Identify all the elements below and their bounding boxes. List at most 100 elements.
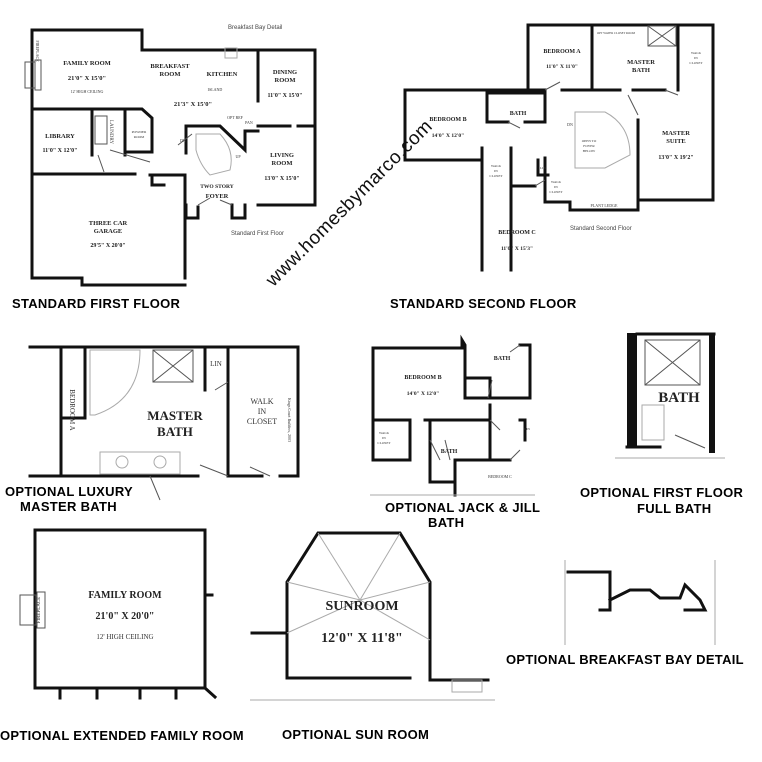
closet-label-2: IN	[382, 436, 386, 440]
master-bath-label: MASTER	[147, 408, 203, 423]
breakfast-bay-caption: OPTIONAL BREAKFAST BAY DETAIL	[506, 652, 744, 667]
standard-second-floor-note: Standard Second Floor	[570, 226, 632, 232]
linen-label: LIN	[210, 360, 222, 368]
linen-label: LIN	[540, 166, 546, 170]
stairs-up-label: UP	[235, 154, 241, 159]
kitchen-size: 21'3" X 15'0"	[174, 101, 212, 108]
master-bath-label-2: BATH	[632, 67, 650, 74]
bedroom-b-closet-label-2: IN	[494, 169, 498, 173]
bedroom-b-label: BEDROOM B	[404, 375, 441, 381]
luxury-bath-caption-2: MASTER BATH	[20, 499, 117, 514]
dining-room-label: DINING	[273, 69, 297, 76]
living-room-size: 13'0" X 15'0"	[264, 176, 299, 182]
island-label: ISLAND	[208, 87, 223, 92]
bath-label: BATH	[494, 356, 511, 362]
family-room-label: FAMILY ROOM	[63, 60, 111, 67]
bedroom-c-label: BEDROOM C	[488, 474, 512, 479]
linen-label: LIN	[524, 427, 530, 431]
builder-credit: Kings Court Builders, 2003	[286, 398, 292, 442]
family-room-label: FAMILY ROOM	[88, 590, 162, 601]
master-suite-label-2: SUITE	[666, 138, 686, 145]
luxury-bath-caption: OPTIONAL LUXURY	[5, 484, 134, 499]
bedroom-c-label: BEDROOM C	[498, 230, 536, 236]
open-foyer-label-2: FOYER	[583, 144, 595, 148]
bedroom-a-label: BEDROOM A	[68, 389, 76, 430]
foyer-label-2: FOYER	[206, 193, 229, 200]
library-size: 11'0" X 12'0"	[43, 148, 78, 154]
bedroom-c-closet-label-2: IN	[554, 185, 558, 189]
water-closet-label: OPT WATER CLOSET ROOM	[597, 31, 635, 35]
kitchen-label: KITCHEN	[207, 71, 238, 78]
extended-family-caption: OPTIONAL EXTENDED FAMILY ROOM	[0, 728, 244, 743]
master-bath-label: MASTER	[627, 59, 655, 66]
master-suite-label: MASTER	[662, 130, 690, 137]
sunroom-caption: OPTIONAL SUN ROOM	[282, 727, 430, 742]
extended-family-room-plan: FIREPLACE FAMILY ROOM 21'0" X 20'0" 12' …	[19, 528, 218, 700]
dining-room-size: 11'0" X 15'0"	[268, 93, 303, 99]
second-floor-plan: BEDROOM A 11'0" X 11'0" OPT WATER CLOSET…	[403, 23, 715, 272]
bath-label: BATH	[510, 111, 527, 117]
pantry-label: PAN	[245, 120, 253, 125]
bedroom-a-size: 11'0" X 11'0"	[546, 64, 578, 70]
luxury-master-bath-plan: BEDROOM A MASTER BATH LIN WALK IN CLOSET…	[28, 345, 300, 501]
family-room-note: 12' HIGH CEILING	[96, 633, 153, 641]
jack-jill-caption-2: BATH	[428, 515, 465, 530]
bedroom-c-size: 11'0" X 15'3"	[501, 246, 533, 252]
living-room-label-2: ROOM	[272, 160, 293, 167]
closet-label: WALK	[379, 431, 390, 435]
opt-ref-label: OPT REF	[227, 115, 244, 120]
bedroom-a-label: BEDROOM A	[543, 49, 581, 55]
jack-jill-bath-label: BATH	[441, 449, 458, 455]
fireplace-label: FIREPLACE	[37, 597, 42, 624]
garage-size: 29'5" X 20'0"	[90, 243, 125, 249]
sunroom-size: 12'0" X 11'8"	[321, 631, 403, 646]
walk-in-closet-label-2: IN	[258, 407, 267, 416]
breakfast-bay-plan	[564, 560, 716, 645]
bedroom-b-size: 14'0" X 12'0"	[407, 391, 439, 397]
family-room-size: 21'0" X 15'0"	[68, 75, 106, 82]
breakfast-bay-detail-note: Breakfast Bay Detail	[228, 25, 282, 31]
open-foyer-label-3: BELOW	[583, 149, 596, 153]
dining-room-label-2: ROOM	[275, 77, 296, 84]
full-bath-plan: BATH	[615, 332, 725, 459]
breakfast-room-label-2: ROOM	[160, 71, 181, 78]
bedroom-c-closet-label-3: CLOSET	[549, 190, 563, 194]
walk-in-closet-label-3: CLOSET	[247, 417, 277, 426]
closet-label-3: CLOSET	[377, 441, 391, 445]
full-bath-caption: OPTIONAL FIRST FLOOR	[580, 485, 744, 500]
bedroom-b-label: BEDROOM B	[429, 117, 466, 123]
family-room-note: 12' HIGH CEILING	[71, 89, 104, 94]
bedroom-b-size: 14'0" X 12'0"	[432, 133, 464, 139]
full-bath-caption-2: FULL BATH	[637, 501, 712, 516]
walk-in-closet-label: WALK	[250, 397, 273, 406]
jack-jill-caption: OPTIONAL JACK & JILL	[385, 500, 541, 515]
first-floor-plan: Breakfast Bay Detail FIREPLACE FAMILY RO…	[24, 25, 317, 287]
sunroom-plan: SUNROOM 12'0" X 11'8"	[250, 531, 495, 701]
living-room-label: LIVING	[270, 152, 294, 159]
master-bath-label-2: BATH	[157, 424, 193, 439]
sunroom-label: SUNROOM	[325, 599, 398, 614]
plant-ledge-label: PLANT LEDGE	[591, 203, 618, 208]
garage-label: THREE CAR	[89, 220, 128, 227]
garage-label-2: GARAGE	[94, 228, 123, 235]
powder-room-label-2: ROOM	[134, 135, 145, 139]
standard-first-floor-caption: STANDARD FIRST FLOOR	[12, 296, 181, 311]
laundry-label: LAUNDRY	[108, 120, 113, 145]
bedroom-b-closet-label: WALK	[491, 164, 502, 168]
family-room-size: 21'0" X 20'0"	[96, 611, 155, 622]
stairs-down-label: DN	[180, 138, 186, 143]
jack-jill-bath-plan: BEDROOM B 14'0" X 12'0" BATH BATH WALK I…	[370, 334, 535, 497]
open-foyer-label: OPEN TO	[582, 139, 597, 143]
standard-second-floor-caption: STANDARD SECOND FLOOR	[390, 296, 577, 311]
standard-first-floor-note: Standard First Floor	[231, 231, 284, 237]
master-closet-label-3: CLOSET	[689, 61, 703, 65]
powder-room-label: POWDER	[132, 130, 147, 134]
foyer-label: TWO STORY	[200, 184, 234, 190]
stairs-down-label: DN	[567, 122, 573, 127]
master-closet-label-2: IN	[694, 56, 698, 60]
library-label: LIBRARY	[45, 133, 75, 140]
master-suite-size: 13'0" X 19'2"	[658, 155, 693, 161]
bedroom-b-closet-label-3: CLOSET	[489, 174, 503, 178]
master-closet-label: WALK	[691, 51, 702, 55]
